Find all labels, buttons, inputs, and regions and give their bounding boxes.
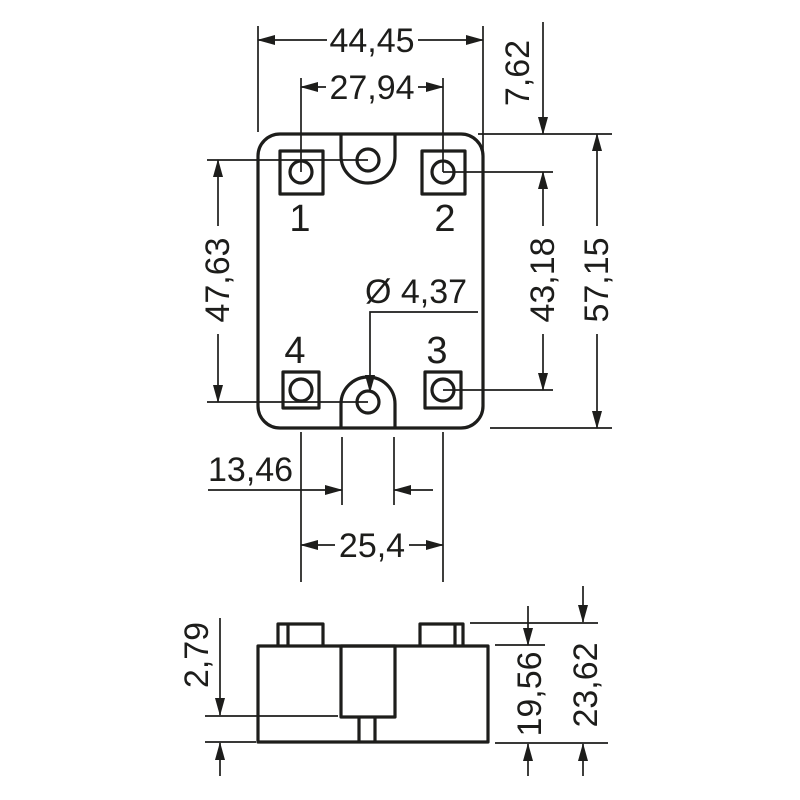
front-right-terminal [418,622,465,646]
front-body-outline [256,644,490,744]
terminal-3-label: 3 [426,330,447,372]
dim-label-top-edge-to-terminals: 7,62 [499,40,537,106]
terminal-2-label: 2 [434,198,455,240]
front-view-dimension-lines [215,586,588,776]
top-view-body-outline [256,132,485,430]
dim-label-base-step: 2,79 [178,622,216,688]
dim-label-bottom-terminal-pitch: 25,4 [339,527,405,565]
terminal-4-label: 4 [284,330,305,372]
leader-hole-diameter [365,311,478,393]
dim-label-mounting-hole-pitch: 47,63 [199,237,237,322]
top-view-labels: 44,45 27,94 7,62 47,63 43,18 57,15 Ø 4,3… [199,22,616,565]
dim-label-top-terminal-pitch: 27,94 [329,69,414,107]
dim-label-terminal-to-slot: 13,46 [208,451,293,489]
front-left-terminal [276,622,325,646]
top-mounting-tab [339,134,397,185]
front-view-extension-lines [205,622,608,744]
terminal-4-pad [281,370,321,410]
top-view-extension-lines [207,26,612,582]
front-mounting-tab [339,644,397,719]
dim-label-right-terminal-pitch: 43,18 [524,237,562,322]
dim-label-overall-height: 23,62 [567,642,605,727]
terminal-4-hole [288,377,314,403]
top-view-dimension-lines [208,22,602,550]
dim-label-overall-length: 57,15 [578,237,616,322]
front-view-labels: 2,79 19,56 23,62 [178,622,605,737]
dim-label-hole-diameter: Ø 4,37 [365,273,467,311]
terminal-1-label: 1 [289,198,310,240]
dim-label-body-height: 19,56 [511,651,549,736]
top-view: 44,45 27,94 7,62 47,63 43,18 57,15 Ø 4,3… [199,22,616,582]
dim-label-overall-width: 44,45 [329,22,414,60]
front-view: 2,79 19,56 23,62 [178,586,608,776]
